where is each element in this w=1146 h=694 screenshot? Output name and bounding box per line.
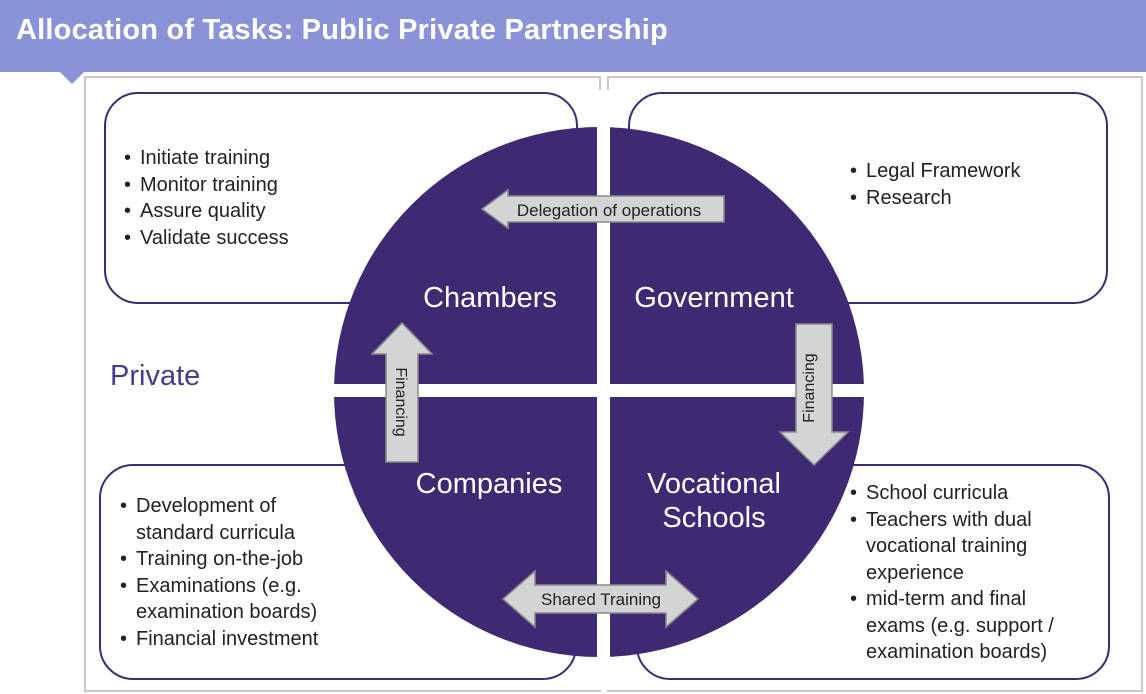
- list-item: Monitor training: [124, 172, 354, 199]
- list-item: Legal Framework: [850, 158, 1080, 185]
- financing-right-label: Financing: [801, 353, 818, 422]
- delegation-arrow-label: Delegation of operations: [517, 201, 701, 220]
- financing-left-label: Financing: [392, 367, 409, 436]
- chambers-label: Chambers: [423, 282, 557, 314]
- list-item: Assure quality: [124, 198, 354, 225]
- shared-training-arrow: Shared Training: [501, 569, 700, 629]
- companies-label: Companies: [415, 468, 563, 500]
- chambers-task-list: Initiate training Monitor training Assur…: [124, 145, 354, 251]
- government-label: Government: [634, 282, 794, 314]
- vocational-schools-line1: Vocational: [647, 468, 781, 500]
- companies-task-list: Development of standard curricula Traini…: [120, 493, 410, 652]
- list-item: Training on-the-job: [120, 546, 410, 573]
- horizontal-divider: [320, 384, 880, 397]
- list-item: School curricula: [850, 480, 1090, 507]
- page-title: Allocation of Tasks: Public Private Part…: [16, 14, 668, 46]
- vocational-schools-label: Vocational Schools: [628, 467, 800, 535]
- list-item: Validate success: [124, 225, 354, 252]
- header-bar: Allocation of Tasks: Public Private Part…: [0, 0, 1146, 72]
- private-label: Private: [110, 360, 201, 392]
- shared-training-label: Shared Training: [541, 590, 661, 609]
- vocational-schools-line2: Schools: [662, 502, 766, 534]
- list-item: Financial investment: [120, 626, 410, 653]
- list-item: Development of standard curricula: [120, 493, 326, 546]
- list-item: Initiate training: [124, 145, 354, 172]
- delegation-arrow: Delegation of operations: [480, 188, 725, 230]
- list-item: mid-term and final exams (e.g. support /…: [850, 586, 1088, 666]
- financing-down-arrow: Financing: [778, 323, 850, 467]
- header-callout-tail: [60, 72, 84, 84]
- schools-task-list: School curricula Teachers with dual voca…: [850, 480, 1090, 666]
- list-item: Teachers with dual vocational training e…: [850, 507, 1066, 587]
- financing-up-arrow: Financing: [370, 321, 434, 463]
- list-item: Examinations (e.g. examination boards): [120, 573, 411, 626]
- list-item: Research: [850, 185, 1080, 212]
- government-task-list: Legal Framework Research: [850, 158, 1080, 211]
